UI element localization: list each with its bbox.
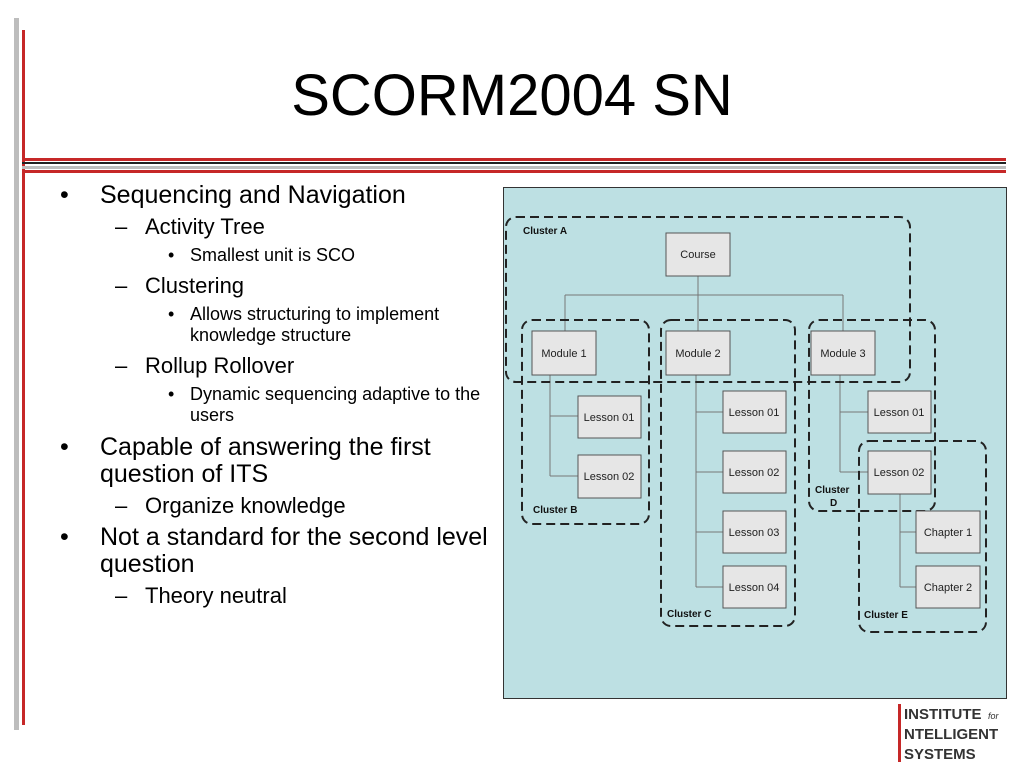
tree-connectors xyxy=(549,276,916,588)
title-divider xyxy=(22,166,1006,169)
node-label: Module 3 xyxy=(820,348,865,360)
logo-line-1: INSTITUTE xyxy=(904,706,982,723)
cluster-e-label: Cluster E xyxy=(864,610,908,621)
title-divider xyxy=(22,158,1006,161)
bullet-item: Organize knowledge xyxy=(60,494,500,519)
m1-lesson-02-node xyxy=(577,454,642,499)
m3-lesson-02-node xyxy=(867,450,932,495)
cluster-b-outline xyxy=(521,319,650,525)
bullet-item: Clustering xyxy=(60,274,500,299)
left-accent-gray-bar xyxy=(14,18,19,730)
module-1-node xyxy=(531,330,597,376)
node-label: Lesson 01 xyxy=(584,412,635,424)
node-label: Module 2 xyxy=(675,348,720,360)
title-divider xyxy=(22,162,1006,164)
chapter-1-node xyxy=(915,510,981,554)
m2-lesson-01-node xyxy=(722,390,787,434)
bullet-item: Sequencing and Navigation xyxy=(60,182,500,210)
node-label: Course xyxy=(680,249,715,261)
m1-lesson-01-node xyxy=(577,395,642,439)
node-label: Lesson 03 xyxy=(729,527,780,539)
bullet-item: Dynamic sequencing adaptive to the users xyxy=(60,384,500,426)
node-label: Chapter 1 xyxy=(924,527,972,539)
logo-for-text: for xyxy=(988,711,1000,721)
bullet-item: Capable of answering the first question … xyxy=(60,434,500,488)
bullet-item: Allows structuring to implement knowledg… xyxy=(60,304,500,346)
cluster-c-label: Cluster C xyxy=(667,609,711,620)
title-divider xyxy=(22,170,1006,173)
slide-title: SCORM2004 SN xyxy=(291,63,733,128)
diagram-background xyxy=(503,187,1007,699)
cluster-a-label: Cluster A xyxy=(523,226,567,237)
node-label: Lesson 02 xyxy=(874,467,925,479)
m2-lesson-03-node xyxy=(722,510,787,554)
cluster-d-label: Cluster xyxy=(815,485,850,496)
bullet-item: Not a standard for the second level ques… xyxy=(60,524,500,578)
logo-line-2: NTELLIGENT xyxy=(904,726,998,743)
node-label: Chapter 2 xyxy=(924,582,972,594)
cluster-b-label: Cluster B xyxy=(533,505,577,516)
module-2-node xyxy=(665,330,731,376)
node-label: Module 1 xyxy=(541,348,586,360)
institute-logo: INSTITUTE for NTELLIGENT SYSTEMS xyxy=(897,702,1019,764)
activity-tree-diagram: Course Module 1 Module 2 Module 3 Lesson… xyxy=(503,187,1007,699)
bullet-item: Activity Tree xyxy=(60,215,500,240)
logo-line-3: SYSTEMS xyxy=(904,746,976,763)
m2-lesson-04-node xyxy=(722,565,787,609)
module-3-node xyxy=(810,330,876,376)
cluster-d-label: D xyxy=(830,498,837,509)
bullet-item: Theory neutral xyxy=(60,584,500,609)
bullet-item: Rollup Rollover xyxy=(60,354,500,379)
node-label: Lesson 01 xyxy=(874,407,925,419)
course-node xyxy=(665,232,731,277)
node-label: Lesson 02 xyxy=(584,471,635,483)
left-accent-red-bar xyxy=(22,30,25,725)
bullet-list: Sequencing and Navigation Activity Tree … xyxy=(60,182,500,614)
cluster-c-outline xyxy=(660,319,796,627)
m3-lesson-01-node xyxy=(867,390,932,434)
bullet-item: Smallest unit is SCO xyxy=(60,245,500,266)
node-label: Lesson 02 xyxy=(729,467,780,479)
node-label: Lesson 04 xyxy=(729,582,780,594)
logo-red-bar xyxy=(898,704,901,762)
chapter-2-node xyxy=(915,565,981,609)
m2-lesson-02-node xyxy=(722,450,787,494)
cluster-outlines xyxy=(505,216,987,633)
node-label: Lesson 01 xyxy=(729,407,780,419)
